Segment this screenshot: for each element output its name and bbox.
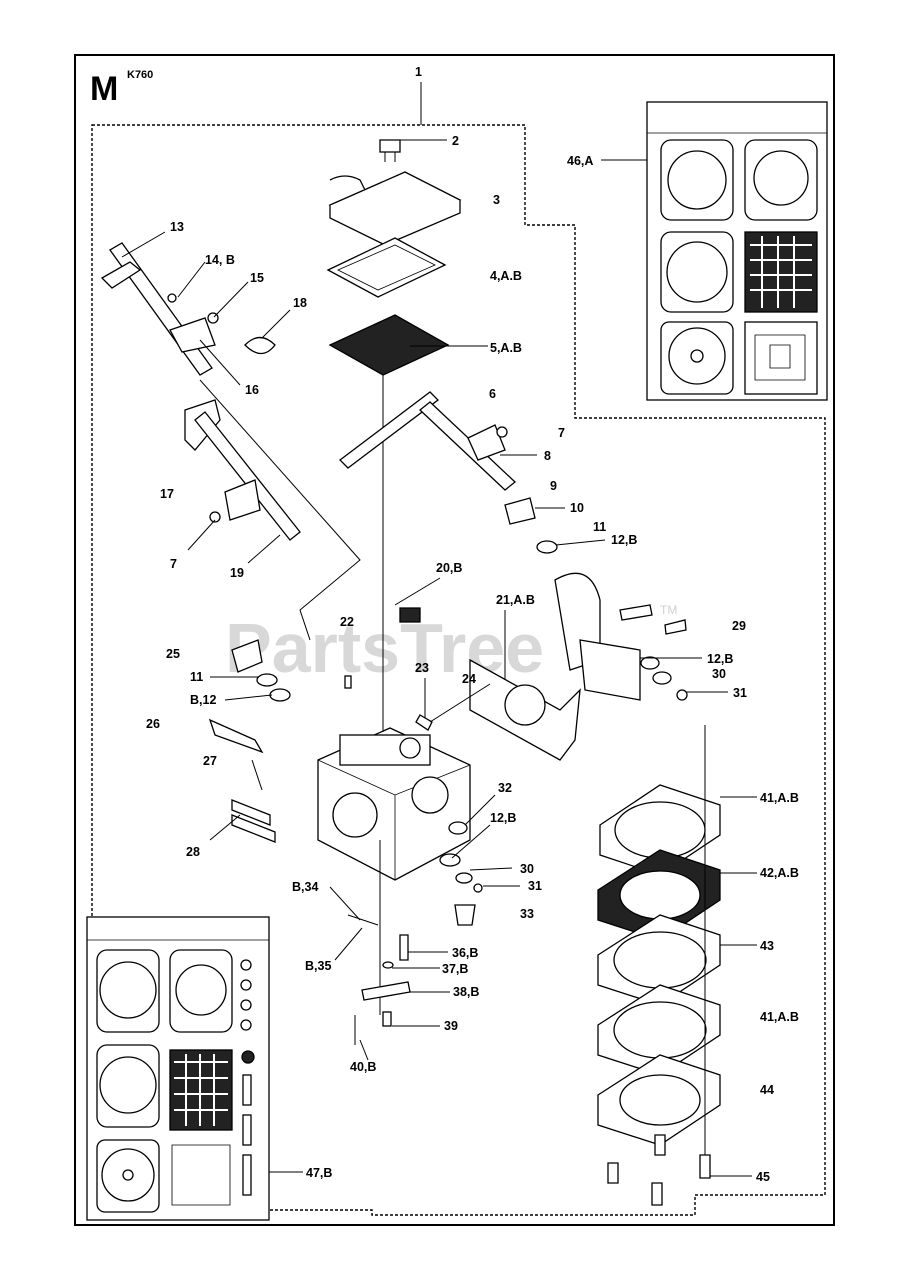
callout-42: 42,A.B [760,866,799,880]
callout-12a: 12,B [611,533,637,547]
callout-45: 45 [756,1170,770,1184]
callout-31a: 31 [733,686,747,700]
callout-32: 32 [498,781,512,795]
callout-labels: 1 2 3 4,A.B 5,A.B 6 7 8 9 10 11 12,B 13 … [146,65,799,1184]
kit-46-inset [646,101,828,401]
callout-11b: 11 [190,670,203,684]
section-letter: M [90,70,118,108]
callout-27: 27 [203,754,217,768]
callout-16: 16 [245,383,259,397]
callout-14: 14, B [205,253,235,267]
callout-30b: 30 [520,862,534,876]
callout-19: 19 [230,566,244,580]
callout-17: 17 [160,487,174,501]
callout-39: 39 [444,1019,458,1033]
callout-5: 5,A.B [490,341,522,355]
callout-22: 22 [340,615,354,629]
callout-43: 43 [760,939,774,953]
callout-41b: 41,A.B [760,1010,799,1024]
watermark-tm: TM [660,603,677,617]
callout-31b: 31 [528,879,542,893]
callout-24: 24 [462,672,476,686]
jet-and-screws [208,607,433,843]
model-label: K760 [127,69,153,81]
callout-26: 26 [146,717,160,731]
diaphragm-stack [597,725,721,1206]
choke-shaft-assembly [100,242,361,641]
callout-3: 3 [493,193,500,207]
callout-6: 6 [489,387,496,401]
callout-12c: 12,B [490,811,516,825]
callout-7a: 7 [558,426,565,440]
lower-small-parts [347,821,483,1045]
diagram-frame [74,54,835,1226]
callout-b12: B,12 [190,693,216,707]
callout-29: 29 [732,619,746,633]
callout-46: 46,A [567,154,593,168]
intake-gasket-plate [469,572,641,761]
right-screws [619,604,688,701]
callout-4: 4,A.B [490,269,522,283]
throttle-shaft-assembly [339,391,558,554]
callout-40: 40,B [350,1060,376,1074]
callout-8: 8 [544,449,551,463]
callout-36: 36,B [452,946,478,960]
carburetor-body [317,727,471,1015]
callout-47: 47,B [306,1166,332,1180]
callout-1: 1 [415,65,422,79]
callout-38: 38,B [453,985,479,999]
leader-lines [121,139,757,1177]
callout-b34: B,34 [292,880,318,894]
callout-41a: 41,A.B [760,791,799,805]
callout-13: 13 [170,220,184,234]
callout-18: 18 [293,296,307,310]
callout-30a: 30 [712,667,726,681]
callout-9: 9 [550,479,557,493]
callout-20: 20,B [436,561,462,575]
callout-23: 23 [415,661,429,675]
callout-2: 2 [452,134,459,148]
kit-47-inset [86,916,270,1221]
callout-28: 28 [186,845,200,859]
callout-44: 44 [760,1083,774,1097]
kit-boundary [91,124,826,1216]
callout-b35: B,35 [305,959,331,973]
callout-21: 21,A.B [496,593,535,607]
callout-10: 10 [570,501,584,515]
callout-11a: 11 [593,520,606,534]
callout-37: 37,B [442,962,468,976]
callout-7b: 7 [170,557,177,571]
pump-cover-stack [326,139,462,735]
callout-33: 33 [520,907,534,921]
callout-25: 25 [166,647,180,661]
callout-12b: 12,B [707,652,733,666]
callout-15: 15 [250,271,264,285]
